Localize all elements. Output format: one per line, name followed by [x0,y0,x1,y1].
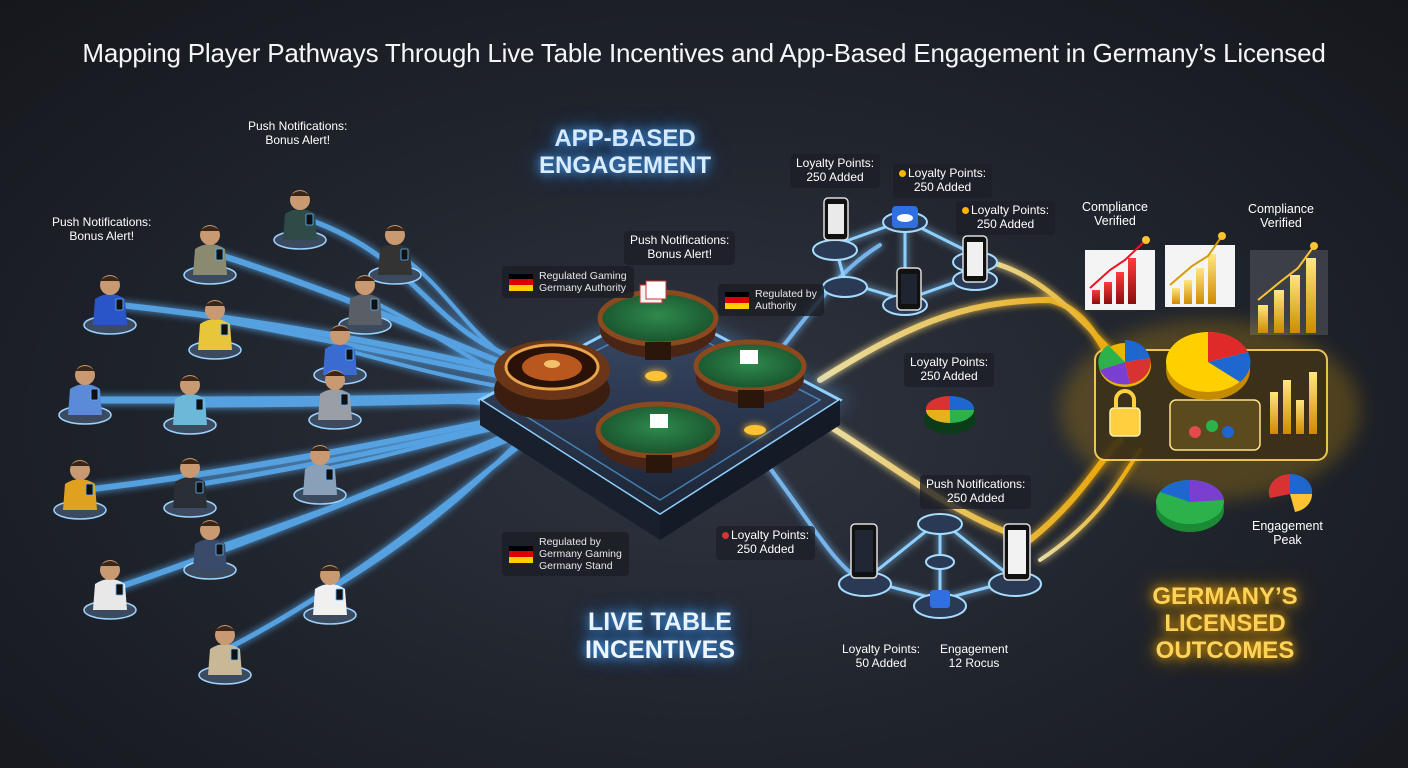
germany-flag-icon [509,545,533,563]
loyalty-points-label: Loyalty Points: 50 Added [842,642,921,670]
player-figure-icon [163,375,217,435]
player-pathways [82,217,524,653]
player-figure-icon [368,225,422,285]
player-figure-icon [293,445,347,505]
regulation-badge: Regulated by Authority [718,284,824,317]
loyalty-points-label: Loyalty Points: 250 Added [893,164,993,198]
regulation-text: Regulated Gaming Germany Authority [539,270,627,295]
coin-icon [899,170,906,178]
player-figure-icon [183,520,237,580]
blackjack-table-icon [595,401,721,473]
lock-icon [1109,389,1141,437]
loyalty-points-text: Loyalty Points: 250 Added [908,166,987,194]
player-figure-icon [273,190,327,250]
player-figure-icon [163,458,217,518]
loyalty-points-label: Loyalty Points: 250 Added [790,154,881,188]
blackjack-table-icon [597,280,719,360]
coin-icon [962,207,969,215]
pie-chart-icon [924,395,976,434]
cloud-icon [892,206,918,228]
section-germany-licensed-outcomes: GERMANY’S LICENSED OUTCOMES [1152,583,1298,664]
coin-icon [722,532,729,540]
blackjack-table-icon [693,339,807,408]
loyalty-points-text: Loyalty Points: 250 Added [731,528,810,556]
player-figure-icon [183,225,237,285]
player-figure-icon [188,300,242,360]
player-figure-icon [198,625,252,685]
player-figure-icon [338,275,392,335]
loyalty-points-text: Loyalty Points: 250 Added [971,203,1050,231]
bar-chart-icon [1085,236,1155,310]
push-notification-label: Push Notifications: Bonus Alert! [52,215,152,243]
engagement-peak-label: Engagement Peak [1252,519,1323,548]
page-title: Mapping Player Pathways Through Live Tab… [82,38,1326,68]
regulation-badge: Regulated Gaming Germany Authority [502,266,634,299]
pie-chart-icon [1156,479,1224,532]
player-figure-icon [83,560,137,620]
germany-flag-icon [509,273,533,291]
bar-chart-icon [1270,372,1317,434]
player-figure-icon [308,370,362,430]
chip-dots [1189,420,1234,438]
pie-chart-icon [1098,340,1151,387]
pie-chart-icon [1268,473,1313,512]
push-notification-label: Push Notifications: Bonus Alert! [248,119,348,147]
regulation-badge: Regulated by Germany Gaming Germany Stan… [502,532,629,577]
loyalty-points-label: Loyalty Points: 250 Added [716,526,816,560]
player-figure-icon [53,460,107,520]
player-figure-icon [303,565,357,625]
bar-chart-icon [1250,242,1328,335]
regulation-text: Regulated by Germany Gaming Germany Stan… [539,536,622,573]
outcomes-platform [1094,349,1328,461]
player-figure-icon [58,365,112,425]
smartphone-icon [850,523,1031,608]
player-figure-icon [83,275,137,335]
section-app-based-engagement: APP-BASED ENGAGEMENT [538,125,711,179]
push-notification-label: Push Notifications: 250 Added [920,475,1032,509]
push-notification-label: Push Notifications: Bonus Alert! [624,231,736,265]
regulation-text: Regulated by Authority [755,288,817,313]
loyalty-points-label: Loyalty Points: 250 Added [904,353,995,387]
compliance-verified-label: Compliance Verified [1248,202,1315,231]
loyalty-points-label: Loyalty Points: 250 Added [956,201,1056,235]
gold-chip-icon [645,371,766,435]
roulette-icon [494,340,610,420]
germany-flag-icon [725,291,749,309]
section-live-table-incentives: LIVE TABLE INCENTIVES [584,608,736,664]
player-group [53,190,422,685]
pie-chart-icon [1166,331,1251,400]
engagement-label: Engagement 12 Rocus [940,642,1009,670]
compliance-verified-label: Compliance Verified [1082,200,1149,229]
bar-chart-icon [1165,232,1235,307]
smartphone-icon [823,197,988,311]
